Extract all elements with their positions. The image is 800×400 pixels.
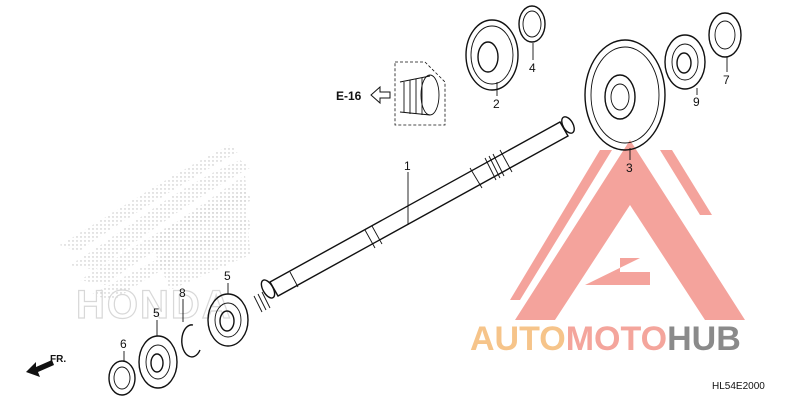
reference-label: E-16 bbox=[336, 89, 362, 103]
front-direction-arrow-icon bbox=[26, 360, 54, 377]
part-label-2: 2 bbox=[493, 97, 500, 111]
honda-wing-logo bbox=[60, 145, 252, 300]
reference-arrow-icon bbox=[370, 85, 391, 105]
oil-seal-upper bbox=[708, 12, 742, 58]
watermark-triangle bbox=[510, 140, 745, 320]
thrust-washer bbox=[518, 5, 546, 43]
part-label-5-upper: 5 bbox=[224, 269, 231, 283]
part-label-8: 8 bbox=[179, 286, 186, 300]
part-label-6: 6 bbox=[120, 337, 127, 351]
oil-seal-lower bbox=[108, 360, 136, 396]
diagram-code: HL54E2000 bbox=[712, 381, 765, 392]
reference-box bbox=[394, 61, 446, 126]
part-label-3: 3 bbox=[626, 161, 633, 175]
part-label-5-lower: 5 bbox=[153, 306, 160, 320]
leader-lines bbox=[123, 43, 728, 362]
part-label-9: 9 bbox=[693, 95, 700, 109]
large-gear bbox=[584, 39, 666, 151]
countershaft bbox=[260, 116, 575, 299]
part-label-7: 7 bbox=[723, 73, 730, 87]
shaft-splines bbox=[253, 153, 505, 313]
snap-ring bbox=[181, 324, 201, 358]
ball-bearing-lower-left bbox=[138, 335, 178, 389]
honda-logo-text: HONDA bbox=[76, 283, 233, 327]
watermark-brand: AUTOMOTOHUB bbox=[470, 320, 741, 358]
watermark-brand-moto: MOTO bbox=[566, 320, 667, 358]
part-label-1: 1 bbox=[404, 159, 411, 173]
ball-bearing-lower-right bbox=[207, 293, 249, 347]
part-label-4: 4 bbox=[529, 61, 536, 75]
watermark-brand-auto: AUTO bbox=[470, 320, 566, 358]
small-gear bbox=[465, 19, 519, 91]
ball-bearing-upper bbox=[664, 34, 706, 90]
watermark-brand-hub: HUB bbox=[667, 320, 741, 358]
front-direction-label: FR. bbox=[50, 354, 66, 365]
